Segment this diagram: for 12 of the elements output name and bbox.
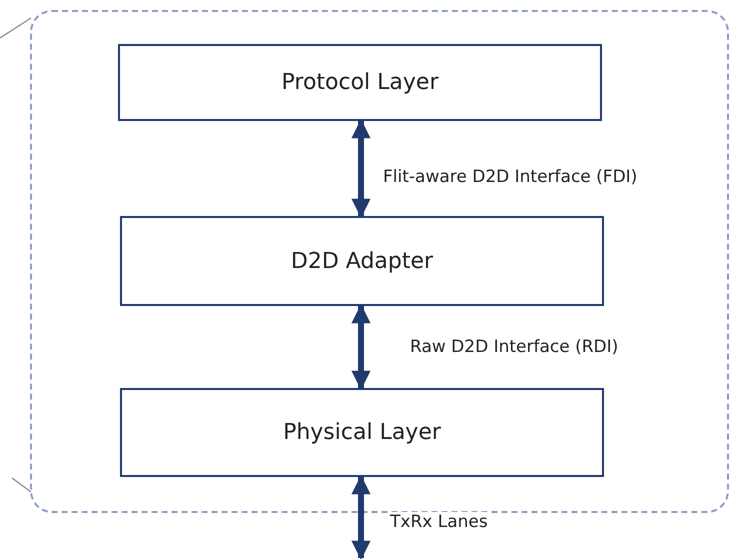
layer-box [120, 216, 604, 306]
dashed-group-box [30, 10, 729, 513]
edge-label: Raw D2D Interface (RDI) [410, 337, 618, 357]
edge-label: Flit-aware D2D Interface (FDI) [383, 167, 638, 187]
layer-box [120, 388, 604, 477]
layer-title: D2D Adapter [290, 248, 434, 274]
double-arrow [351, 475, 371, 559]
layer-box [118, 44, 602, 121]
layer-title: Protocol Layer [282, 70, 438, 95]
double-arrow [351, 119, 371, 218]
layer-title: Physical Layer [283, 420, 441, 445]
double-arrow [351, 304, 371, 390]
